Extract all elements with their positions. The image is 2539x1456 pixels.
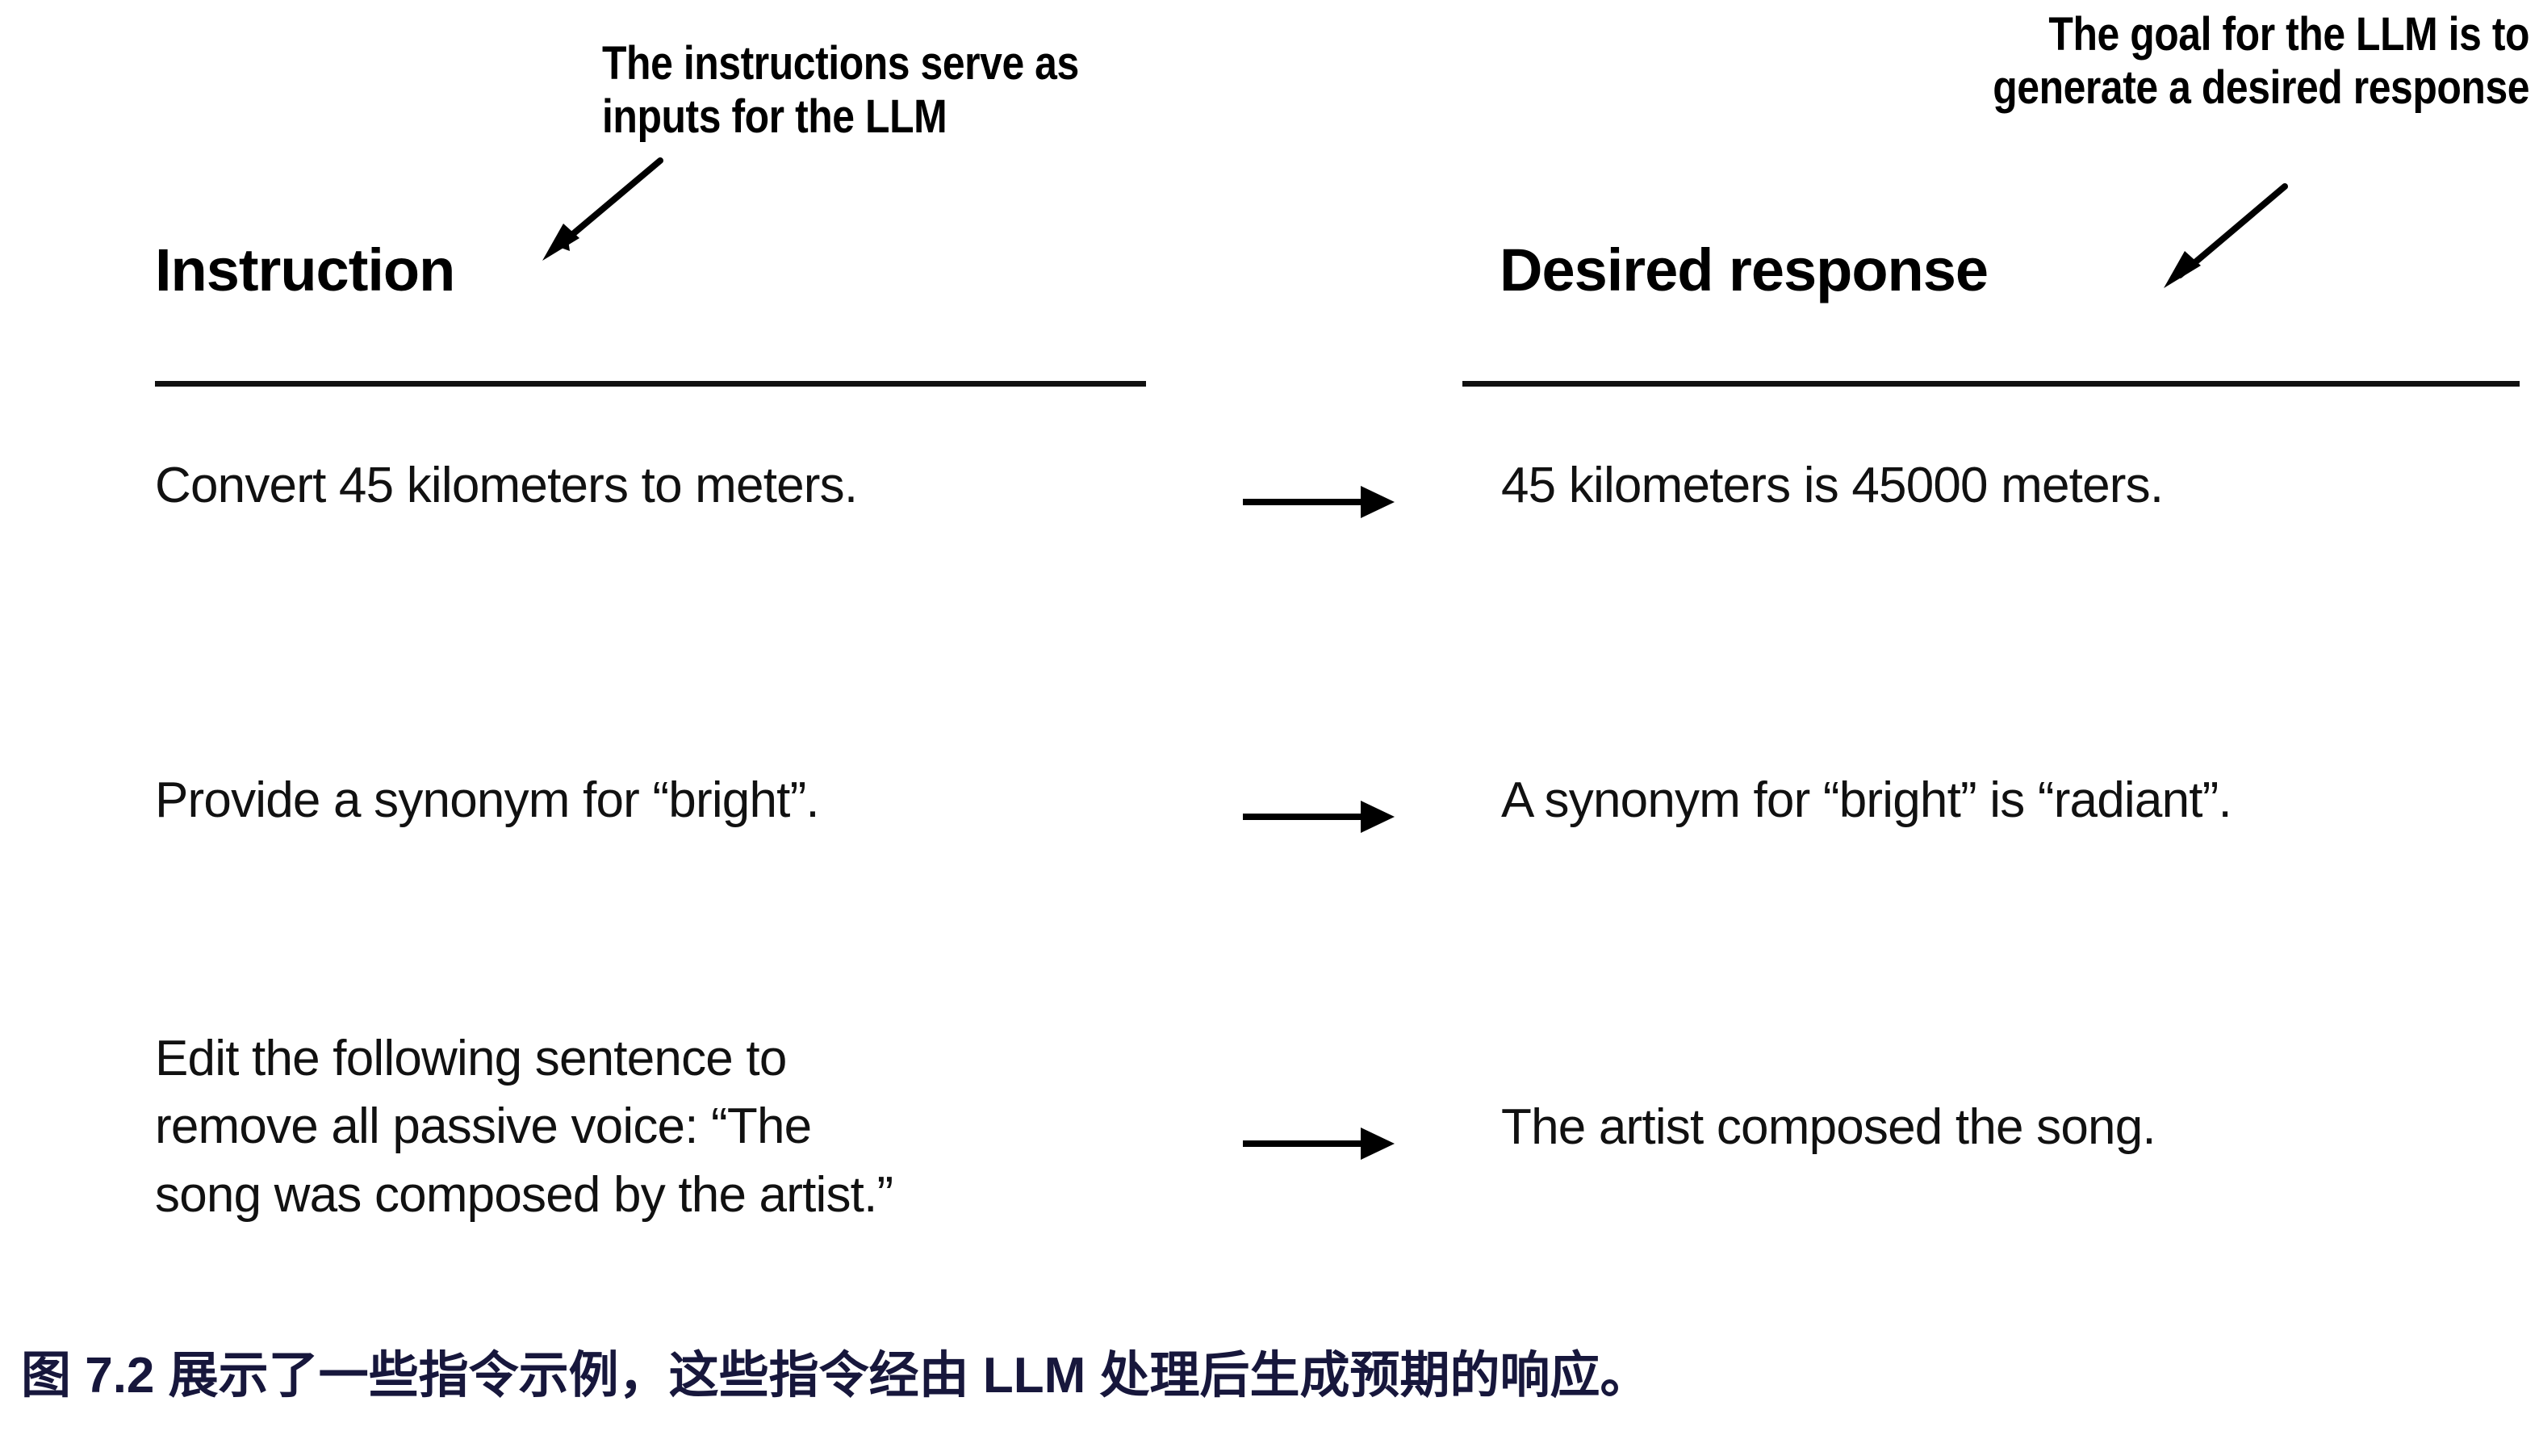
response-cell: The artist composed the song. <box>1501 1094 2534 1161</box>
header-rule-response <box>1462 381 2520 387</box>
instruction-callout-line-2: inputs for the LLM <box>602 90 947 144</box>
instruction-line: remove all passive voice: “The <box>155 1098 812 1155</box>
response-line: A synonym for “bright” is “radiant”. <box>1501 772 2232 828</box>
instruction-cell: Edit the following sentence to remove al… <box>155 1025 1172 1229</box>
instruction-line: Convert 45 kilometers to meters. <box>155 458 858 513</box>
instruction-line: song was composed by the artist.” <box>155 1166 893 1223</box>
response-line: The artist composed the song. <box>1501 1099 2156 1155</box>
header-rule-instruction <box>155 381 1146 387</box>
instruction-line: Provide a synonym for “bright”. <box>155 772 820 828</box>
figure-caption: 图 7.2 展示了一些指令示例，这些指令经由 LLM 处理后生成预期的响应。 <box>21 1348 1650 1404</box>
flow-arrow-icon <box>1243 1128 1395 1160</box>
instruction-line: Edit the following sentence to <box>155 1031 787 1086</box>
column-heading-desired-response: Desired response <box>1500 236 1989 303</box>
flow-arrow-icon <box>1243 486 1395 518</box>
response-callout-line-2: generate a desired response <box>1993 61 2529 115</box>
flow-arrow-icon <box>1243 801 1395 833</box>
response-callout-text: The goal for the LLM is to generate a de… <box>1993 8 2529 115</box>
response-cell: A synonym for “bright” is “radiant”. <box>1501 767 2534 835</box>
response-cell: 45 kilometers is 45000 meters. <box>1501 452 2534 520</box>
instruction-callout-line-1: The instructions serve as <box>602 37 1079 90</box>
instruction-callout-text: The instructions serve as inputs for the… <box>602 37 1079 144</box>
instruction-cell: Convert 45 kilometers to meters. <box>155 452 1172 520</box>
response-callout-arrow-icon <box>2164 183 2288 288</box>
instruction-cell: Provide a synonym for “bright”. <box>155 767 1172 835</box>
response-line: 45 kilometers is 45000 meters. <box>1501 458 2164 513</box>
instruction-callout-arrow-icon <box>542 157 663 261</box>
response-callout-line-1: The goal for the LLM is to <box>2048 8 2529 61</box>
column-heading-instruction: Instruction <box>155 236 455 303</box>
